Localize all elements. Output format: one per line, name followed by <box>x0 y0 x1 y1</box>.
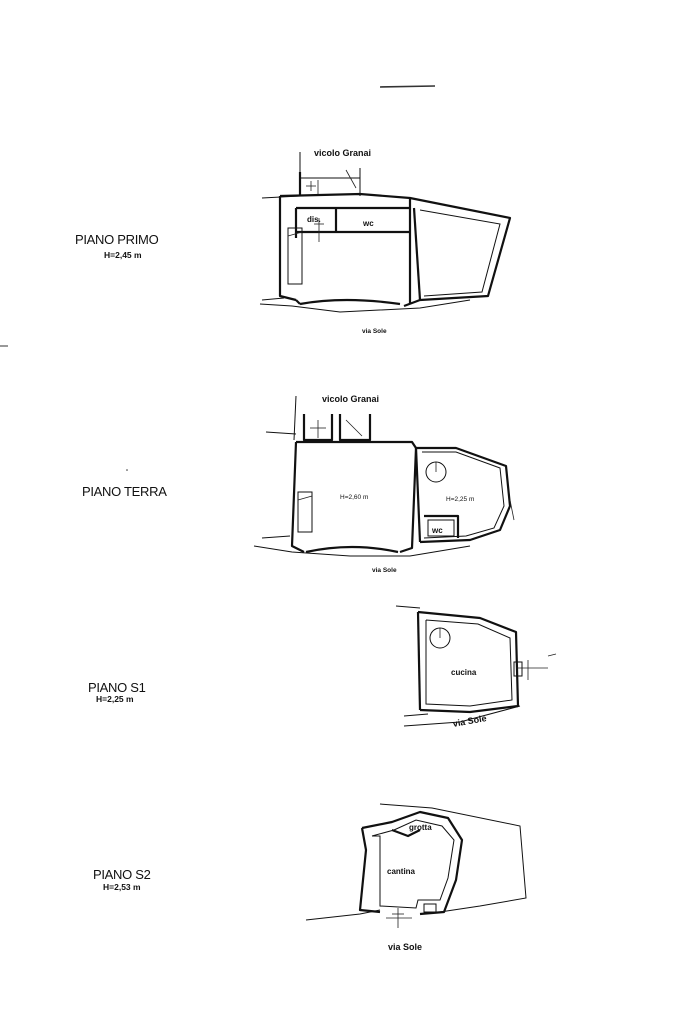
street-vicolo-granai-terra: vicolo Granai <box>322 394 380 404</box>
scan-mark <box>126 469 128 471</box>
floor-name-s2: PIANO S2 <box>93 867 151 882</box>
plan-piano-terra <box>253 395 515 557</box>
room-cantina-s2: cantina <box>387 867 416 876</box>
street-via-sole-primo: via Sole <box>362 328 387 335</box>
room-cucina-s1: cucina <box>451 668 477 677</box>
room-height-side-terra: H=2,25 m <box>446 496 475 503</box>
plan-piano-s1 <box>395 605 557 727</box>
room-wc-primo: wc <box>363 219 374 228</box>
floor-height-s1: H=2,25 m <box>96 694 134 704</box>
room-wc-terra: wc <box>432 526 443 535</box>
floor-name-primo: PIANO PRIMO <box>75 232 159 247</box>
plan-piano-primo <box>259 152 512 313</box>
street-via-sole-s2: via Sole <box>388 942 423 952</box>
floor-height-primo: H=2,45 m <box>104 250 142 260</box>
street-via-sole-terra: via Sole <box>372 567 397 574</box>
plan-piano-s2 <box>305 803 527 928</box>
floor-height-s2: H=2,53 m <box>103 882 141 892</box>
floor-name-s1: PIANO S1 <box>88 680 146 695</box>
floor-name-terra: PIANO TERRA <box>82 484 167 499</box>
room-height-main-terra: H=2,60 m <box>340 494 369 501</box>
room-dis-primo: dis. <box>307 215 321 224</box>
scan-mark <box>379 85 436 88</box>
street-vicolo-granai-primo: vicolo Granai <box>314 148 372 158</box>
room-grotta-s2: grotta <box>409 823 432 832</box>
